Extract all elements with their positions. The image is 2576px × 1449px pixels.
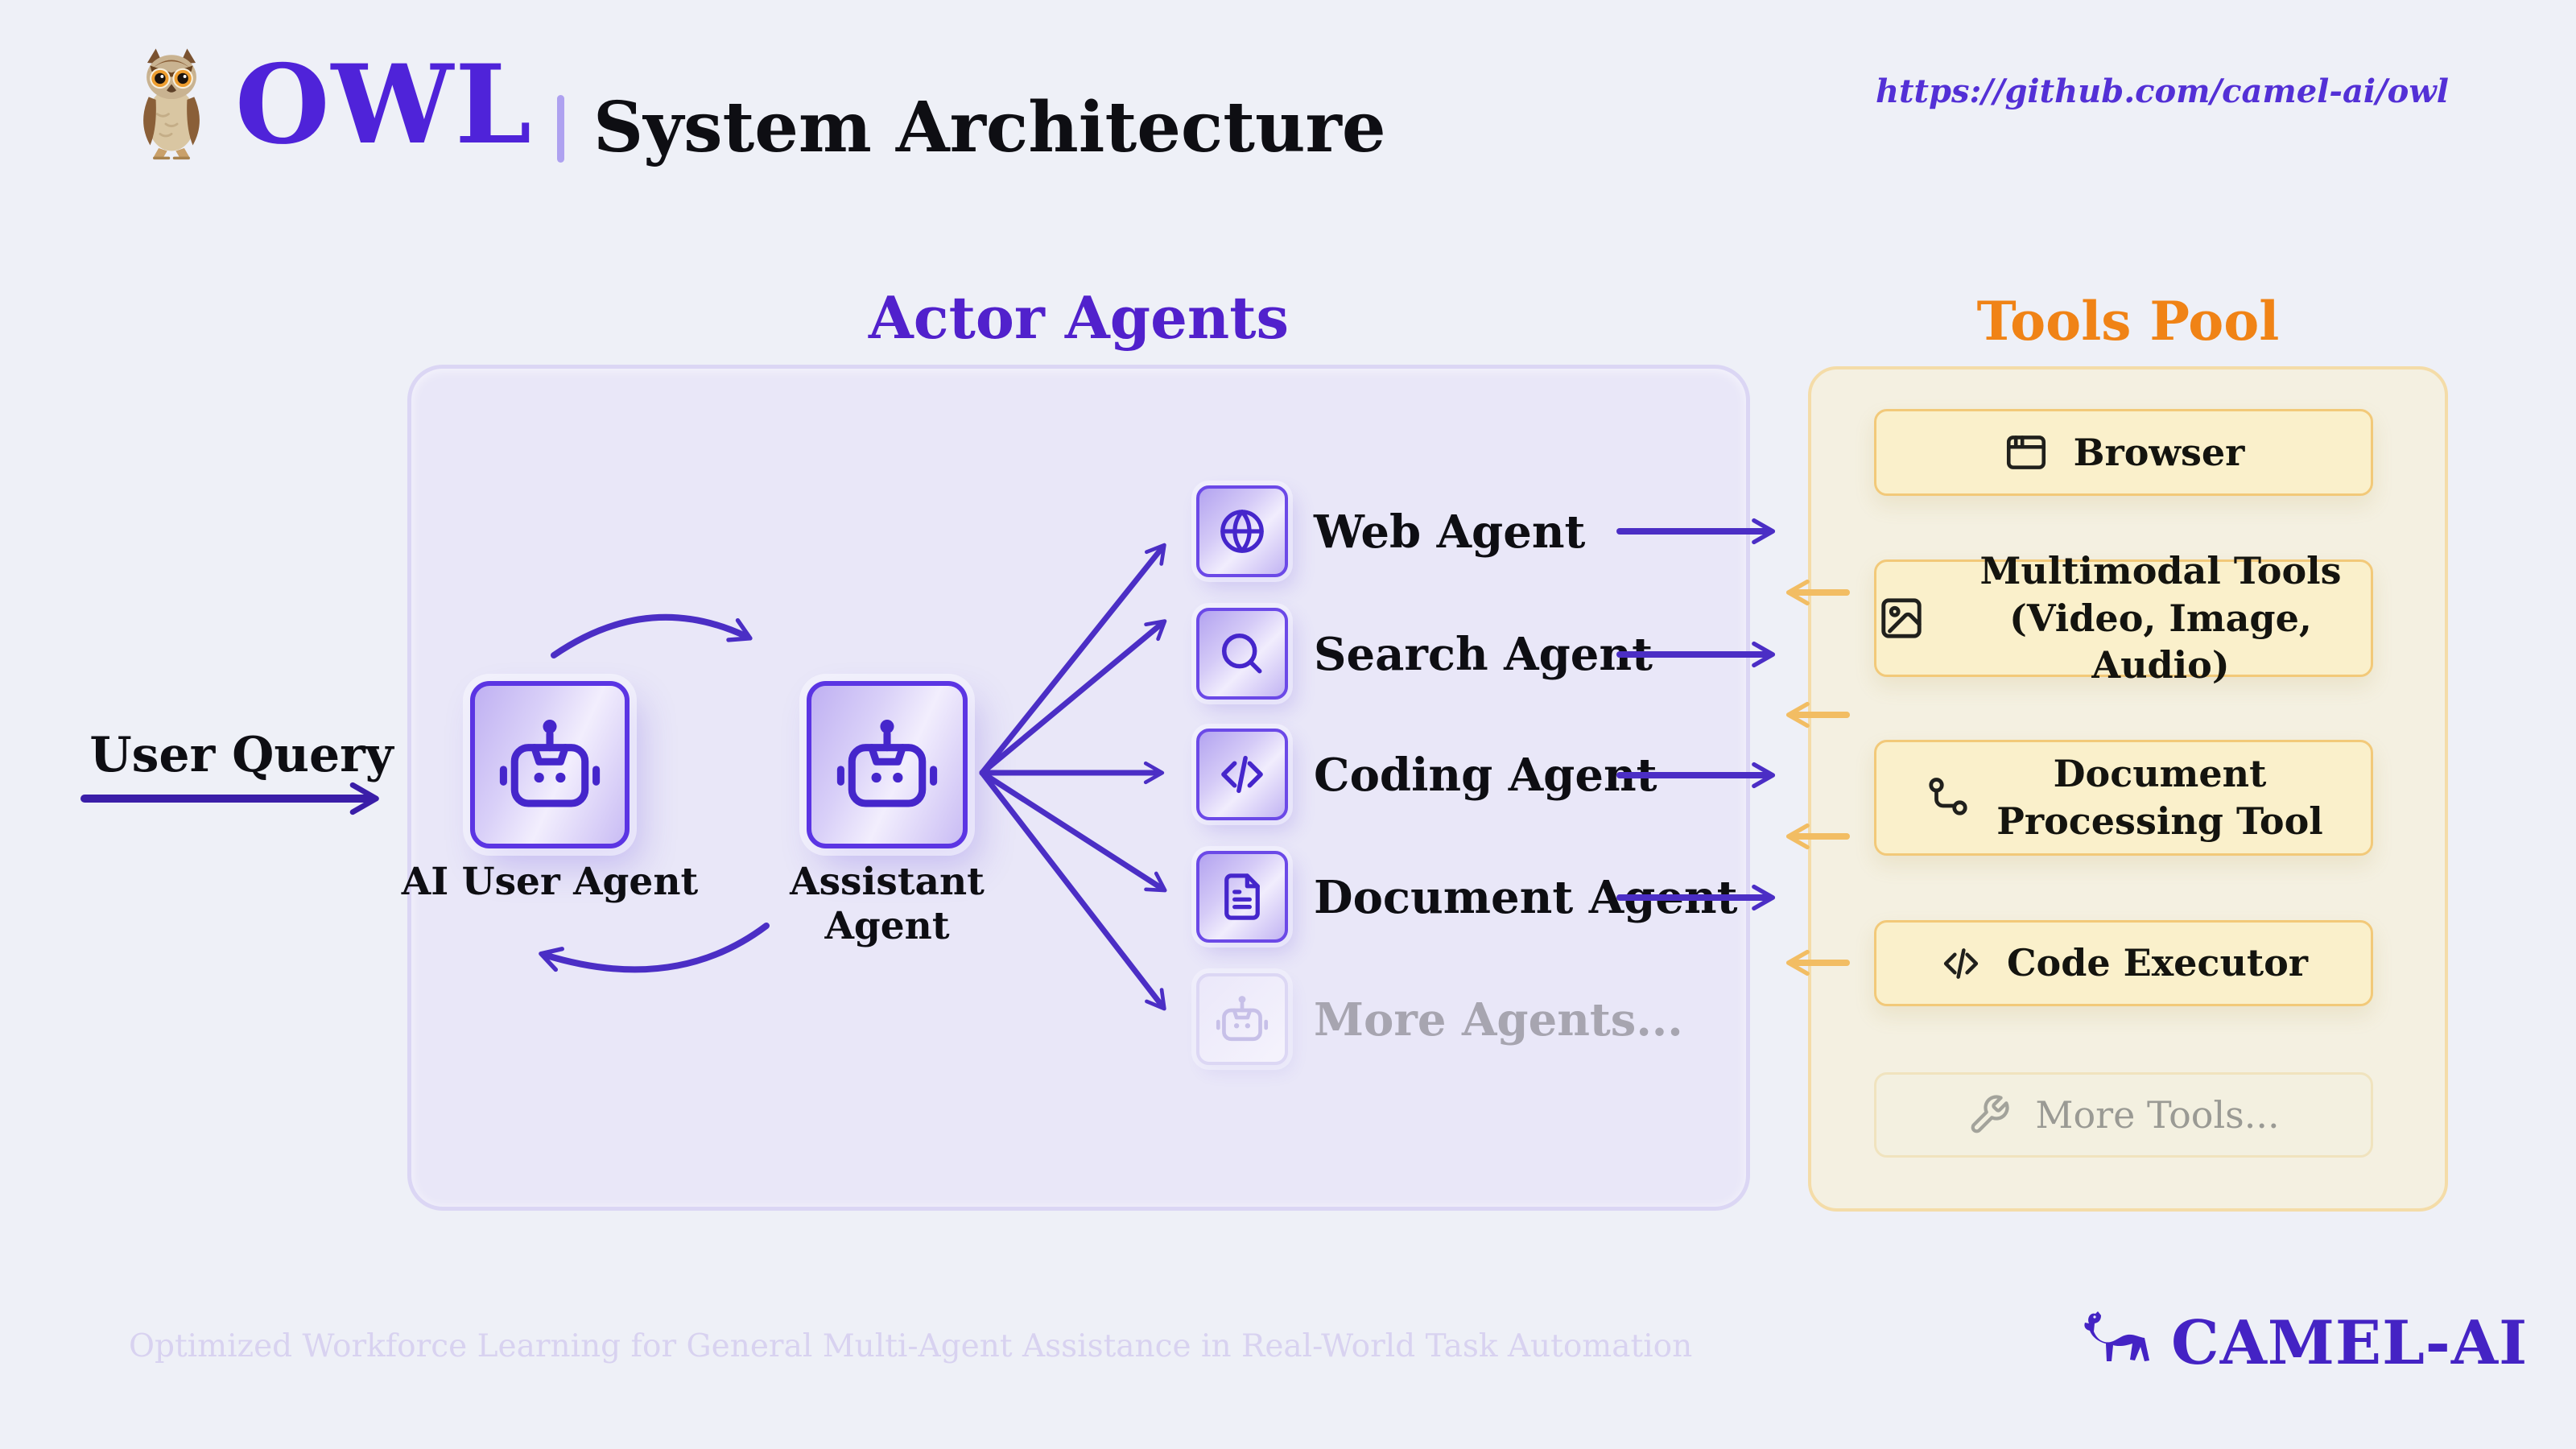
- ai-user-agent-label: AI User Agent: [401, 860, 699, 904]
- globe-icon: [1216, 505, 1269, 558]
- robot-icon: [498, 713, 601, 816]
- owl-wordmark: OWL: [235, 40, 534, 168]
- code-executor-tool-card[interactable]: Code Executor: [1874, 920, 2373, 1006]
- assistant-agent-label: Assistant Agent: [790, 860, 985, 948]
- document-processing-tool-card[interactable]: Document Processing Tool: [1874, 740, 2373, 856]
- search-icon: [1216, 627, 1269, 680]
- ai-user-agent-card[interactable]: [470, 681, 630, 848]
- repo-link[interactable]: https://github.com/camel-ai/owl: [1875, 72, 2449, 110]
- browser-window-icon: [2003, 429, 2050, 476]
- assistant-agent-card[interactable]: [807, 681, 968, 848]
- code-icon: [1216, 748, 1269, 801]
- page-title: System Architecture: [593, 87, 1386, 168]
- coding-agent-chip[interactable]: [1196, 729, 1288, 820]
- multimodal-tools-card[interactable]: Multimodal Tools (Video, Image, Audio): [1874, 549, 2373, 687]
- footer-tagline: Optimized Workforce Learning for General…: [129, 1328, 1693, 1364]
- browser-tool-label: Browser: [2073, 430, 2245, 474]
- tools-pool-heading: Tools Pool: [1976, 290, 2280, 353]
- document-agent-chip[interactable]: [1196, 851, 1288, 943]
- web-agent-label: Web Agent: [1314, 506, 1586, 559]
- multimodal-tools-label: Multimodal Tools (Video, Image, Audio): [1979, 548, 2342, 687]
- document-processing-tool-label: Document Processing Tool: [1996, 752, 2323, 843]
- file-text-icon: [1216, 870, 1269, 923]
- code-icon: [1939, 942, 1983, 985]
- more-agents-chip[interactable]: [1196, 973, 1288, 1065]
- header-divider: [557, 95, 564, 163]
- camel-icon: [2073, 1311, 2153, 1375]
- web-agent-chip[interactable]: [1196, 485, 1288, 577]
- robot-icon: [1216, 993, 1269, 1046]
- owl-logo-icon: [129, 42, 214, 169]
- user-query-label: User Query: [89, 727, 394, 783]
- more-tools-label: More Tools...: [2035, 1092, 2280, 1137]
- coding-agent-label: Coding Agent: [1314, 749, 1657, 802]
- document-agent-label: Document Agent: [1314, 871, 1738, 924]
- more-agents-label: More Agents...: [1314, 993, 1683, 1046]
- robot-icon: [836, 713, 939, 816]
- browser-tool-card[interactable]: Browser: [1874, 409, 2373, 496]
- actor-agents-heading: Actor Agents: [868, 283, 1290, 352]
- image-icon: [1876, 593, 1926, 643]
- wrench-icon: [1967, 1093, 2011, 1137]
- search-agent-label: Search Agent: [1314, 628, 1653, 681]
- more-tools-card[interactable]: More Tools...: [1874, 1072, 2373, 1158]
- search-agent-chip[interactable]: [1196, 608, 1288, 700]
- brand-lockup: CAMEL-AI: [2073, 1311, 2528, 1375]
- brand-name: CAMEL-AI: [2171, 1307, 2529, 1378]
- code-executor-tool-label: Code Executor: [2006, 941, 2309, 985]
- route-icon: [1924, 774, 1972, 822]
